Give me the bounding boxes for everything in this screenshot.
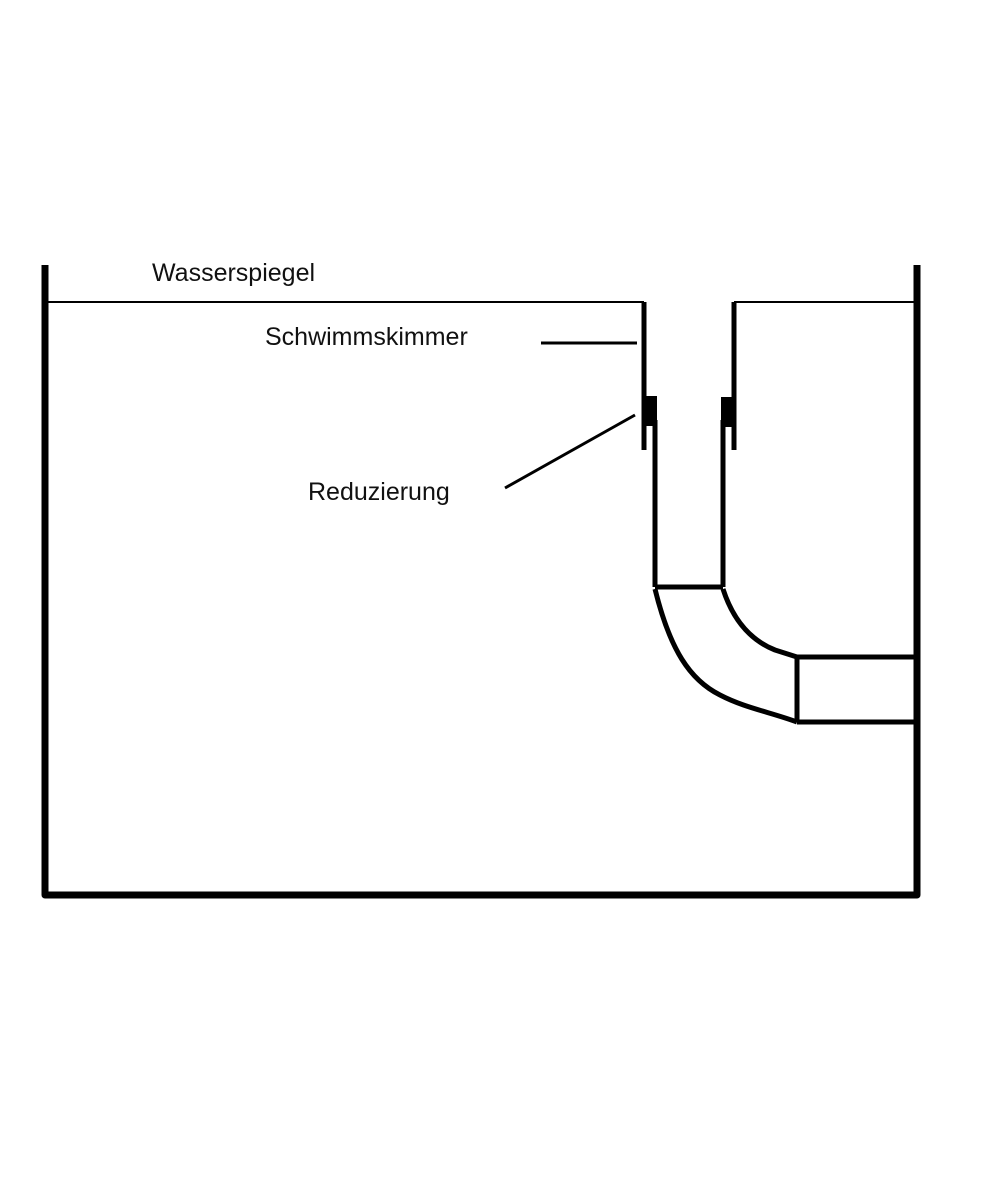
water-level-label: Wasserspiegel [152, 259, 316, 287]
elbow-outer [652, 588, 798, 725]
elbow-inner [720, 588, 798, 660]
reducer-left [645, 396, 657, 426]
skimmer-label: Schwimmskimmer [265, 323, 468, 351]
reducer-right [721, 397, 733, 427]
tank-outline [41, 265, 921, 899]
reducer-leader-line [504, 413, 636, 490]
reducer-label: Reduzierung [308, 478, 450, 506]
